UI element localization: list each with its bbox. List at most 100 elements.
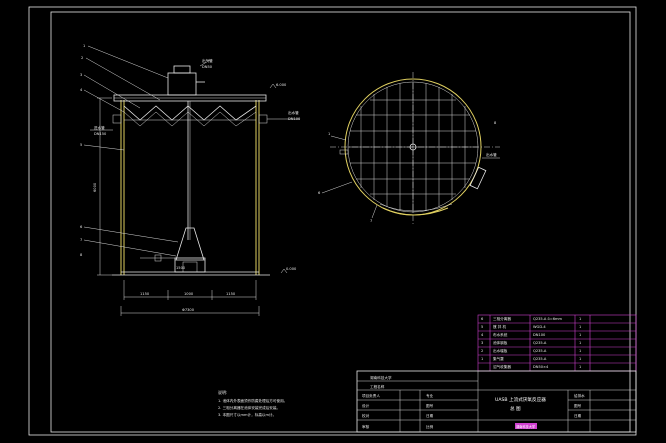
parts-table-cell: Q235-A δ=6mm <box>533 317 563 321</box>
parts-table-cell: 2 <box>481 349 483 353</box>
callout-8: 8 <box>80 253 83 257</box>
gas-hood <box>167 72 197 96</box>
leader-3 <box>83 74 141 109</box>
total-dim-value: Φ7300 <box>182 308 195 312</box>
sheet-border-outer <box>28 6 637 436</box>
parts-table-cell: 集气罩 <box>493 356 504 361</box>
title-block-label-7: 日期 <box>426 413 434 418</box>
plan-callout-7: 7 <box>370 219 372 223</box>
height-dim-value: 6000 <box>93 182 97 192</box>
notes: 说明: 1. 池体内外表面须作防腐处理后方可使用。 2. 三相分离器在池体安装完… <box>218 389 287 417</box>
drawing-title: UASB 上流式厌氧反应器 <box>495 396 546 403</box>
outlet-label: 出水管 <box>288 110 299 115</box>
gas-outlet-size: DN50 <box>202 65 213 69</box>
leader-6 <box>83 226 179 243</box>
parts-table-cell: DN100 <box>533 333 546 337</box>
notes-line-3: 3. 本图尺寸以mm计，标高以m计。 <box>218 412 276 417</box>
title-block-label-5: 专业 <box>426 393 434 398</box>
title-block-label-3: 校对 <box>362 413 370 418</box>
callout-2: 2 <box>81 56 83 60</box>
parts-table-cell: Q235-A <box>533 341 547 345</box>
parts-table-cell: 1 <box>579 341 581 345</box>
parts-table-cell: DN50×4 <box>533 365 549 369</box>
distributor-pad <box>182 261 198 273</box>
outlet-box-right <box>258 114 268 124</box>
outlet-box-left <box>112 114 122 124</box>
leader-4 <box>83 89 125 113</box>
callout-3: 3 <box>80 73 82 77</box>
parts-table: 6 三相分离器 Q235-A δ=6mm 1 5 搅 拌 机 WGD-4 1 4 布水系统 DN10… <box>477 314 637 372</box>
parts-table-cell: 三相分离器 <box>493 316 511 321</box>
parts-table-cell: 布水系统 <box>493 332 508 337</box>
title-block-label-4: 审核 <box>362 424 370 429</box>
plan-leader-7 <box>371 204 378 219</box>
gas-pipe <box>173 65 191 74</box>
parts-table-cell: 1 <box>579 317 581 321</box>
inlet-flange <box>154 254 162 262</box>
parts-table-cell: 5 <box>481 325 483 329</box>
plan-callout-6: 6 <box>318 191 321 195</box>
parts-table-cell: 1 <box>579 325 581 329</box>
bottom-dim-3: 1150 <box>226 292 236 296</box>
plan-weir-arc <box>382 207 449 216</box>
plan-leader-6 <box>321 181 353 194</box>
plan-view: 出水管 6 7 8 1 <box>318 72 500 225</box>
title-block-value-discipline: 给排水 <box>574 393 585 398</box>
plan-callout-8: 8 <box>494 121 497 125</box>
water-distributor <box>175 227 205 261</box>
callout-6: 6 <box>80 225 83 229</box>
title-block-label-1: 项目负责人 <box>362 393 380 398</box>
leader-2 <box>85 57 161 101</box>
parts-table-cell: 1 <box>579 365 581 369</box>
parts-table-cell: 1 <box>579 349 581 353</box>
sheet-border-inner <box>50 11 631 433</box>
notes-title: 说明: <box>218 389 227 395</box>
elev-mark-top <box>269 83 277 89</box>
title-block-stamp <box>515 423 537 429</box>
plan-left-leader <box>330 135 347 141</box>
leader-5 <box>83 144 125 151</box>
parts-table-rows: 6 三相分离器 Q235-A δ=6mm 1 5 搅 拌 机 WGD-4 1 4 布水系统 DN10… <box>481 316 581 369</box>
callout-4: 4 <box>80 88 83 92</box>
plan-weir-arc-2 <box>379 203 453 212</box>
plan-inlet-box <box>339 149 349 155</box>
title-block-label-2: 设计 <box>362 403 370 408</box>
bottom-dim-1: 1150 <box>140 292 150 296</box>
parts-table-cell: 池体钢板 <box>493 340 508 345</box>
parts-table-grid <box>478 315 636 371</box>
parts-table-cell: 出水堰板 <box>493 348 508 353</box>
plan-left-label: 1 <box>328 132 330 136</box>
parts-table-cell: WGD-4 <box>533 325 546 329</box>
title-block-label-8: 比例 <box>426 424 434 429</box>
parts-table-cell: Q235-A <box>533 357 547 361</box>
parts-table-cell: 1 <box>481 357 483 361</box>
inlet-size: DN150 <box>94 132 107 136</box>
title-block: 湖南科技大学 工程名称 项目负责人 设计 校对 审核 专业 图号 日期 比例 U… <box>356 370 637 433</box>
parts-table-cell: 1 <box>579 357 581 361</box>
base-dim-value: 1500 <box>176 266 186 270</box>
title-block-ref-2: 日期 <box>574 413 582 418</box>
title-block-frame <box>356 370 637 433</box>
leader-8 <box>199 59 211 67</box>
title-block-ref-1: 图号 <box>574 403 582 408</box>
title-block-label-6: 图号 <box>426 403 434 408</box>
drawing-subtitle: 总 图 <box>510 405 521 412</box>
gas-outlet-label: 出气管 <box>202 58 213 63</box>
parts-table-cell: 6 <box>481 317 484 321</box>
parts-table-cell: 4 <box>481 333 484 337</box>
leader-1 <box>87 45 169 79</box>
plan-outlet-pipe <box>469 166 487 190</box>
leader-7 <box>83 239 177 257</box>
title-block-company: 湖南科技大学 <box>370 375 392 380</box>
parts-table-cell: 搅 拌 机 <box>493 324 506 329</box>
plan-outlet-label: 出水管 <box>486 152 497 157</box>
elev-mark-bottom-value: 0.000 <box>286 267 297 271</box>
elev-mark-top-value: 6.000 <box>276 83 287 87</box>
title-block-grid <box>357 371 636 432</box>
title-block-stamp-text: 湖南科技大学 <box>516 424 535 429</box>
elev-mark-bottom <box>280 268 288 274</box>
notes-line-2: 2. 三相分离器在池体安装完成后安装。 <box>218 405 280 410</box>
callout-7: 7 <box>80 238 82 242</box>
parts-table-cell: 3 <box>481 341 483 345</box>
